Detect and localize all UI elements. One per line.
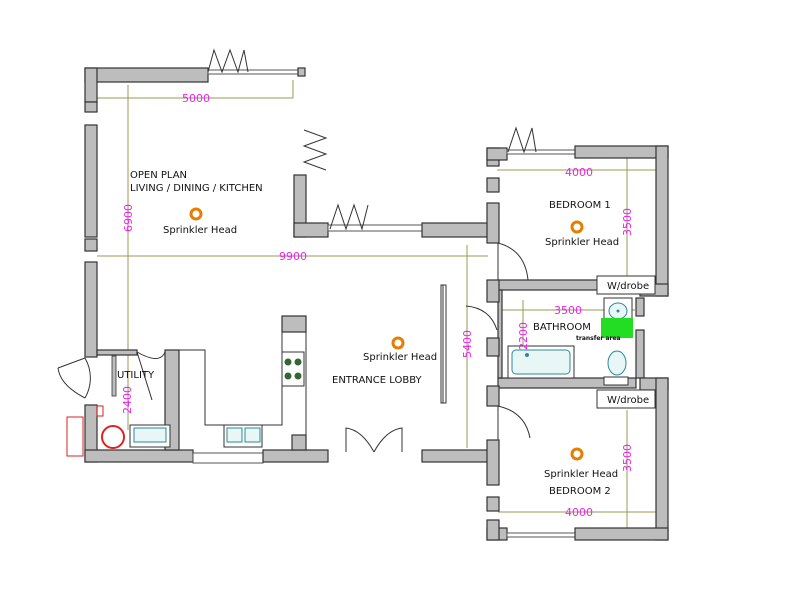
sprinkler-icon: [189, 207, 203, 221]
boiler-icon: [101, 425, 125, 449]
dim-living-depth: 6900: [122, 204, 135, 232]
walls: [84, 67, 669, 541]
dim-hall-depth: 5400: [461, 330, 474, 358]
sprinkler-label: Sprinkler Head: [163, 225, 237, 236]
cylinder-icon: [66, 416, 84, 457]
wardrobe-top-box: [596, 275, 656, 295]
bifold-door-top: [207, 48, 249, 74]
dim-overall-width: 9900: [279, 250, 307, 263]
sprinkler-label: Sprinkler Head: [363, 352, 437, 363]
sprinkler-icon: [570, 220, 584, 234]
dim-bathroom-width: 3500: [554, 304, 582, 317]
transfer-area-box: [601, 318, 633, 338]
transfer-area-label: transfer area: [576, 335, 621, 342]
bifold-door-bedroom: [507, 126, 537, 154]
room-label-bedroom1: BEDROOM 1: [549, 200, 611, 211]
valve-icon: [96, 405, 104, 417]
sprinkler-label: Sprinkler Head: [545, 237, 619, 248]
room-label-bathroom: BATHROOM: [533, 322, 591, 333]
bifold-door-side: [302, 129, 328, 171]
wardrobe-bottom-box: [596, 389, 656, 409]
dim-bed2-width: 4000: [565, 506, 593, 519]
doors: [57, 242, 531, 453]
dim-bed2-depth: 3500: [621, 444, 634, 472]
sprinkler-icon: [570, 447, 584, 461]
room-label-utility: UTILITY: [117, 370, 155, 381]
sprinkler-icon: [391, 336, 405, 350]
dim-bed1-depth: 3500: [621, 208, 634, 236]
room-label-bedroom2: BEDROOM 2: [549, 486, 611, 497]
sprinkler-label: Sprinkler Head: [544, 469, 618, 480]
wardrobe-bottom-label: W/drobe: [607, 395, 649, 406]
sprinkler-heads: [189, 207, 584, 461]
dim-living-width: 5000: [182, 92, 210, 105]
bifold-door-bottom: [329, 203, 369, 231]
room-label-living-line2: LIVING / DINING / KITCHEN: [130, 183, 263, 194]
bathroom-fixtures: [507, 297, 633, 386]
wardrobe-top-label: W/drobe: [607, 281, 649, 292]
dim-utility-depth: 2400: [121, 386, 134, 414]
dim-bed1-width: 4000: [565, 166, 593, 179]
room-label-lobby: ENTRANCE LOBBY: [332, 375, 423, 386]
room-label-living-line1: OPEN PLAN: [130, 170, 187, 181]
dim-bathroom-depth: 2200: [517, 322, 530, 350]
lobby-screens: [440, 284, 447, 404]
kitchen-outlines: [111, 315, 307, 448]
dimension-lines: [97, 80, 656, 532]
